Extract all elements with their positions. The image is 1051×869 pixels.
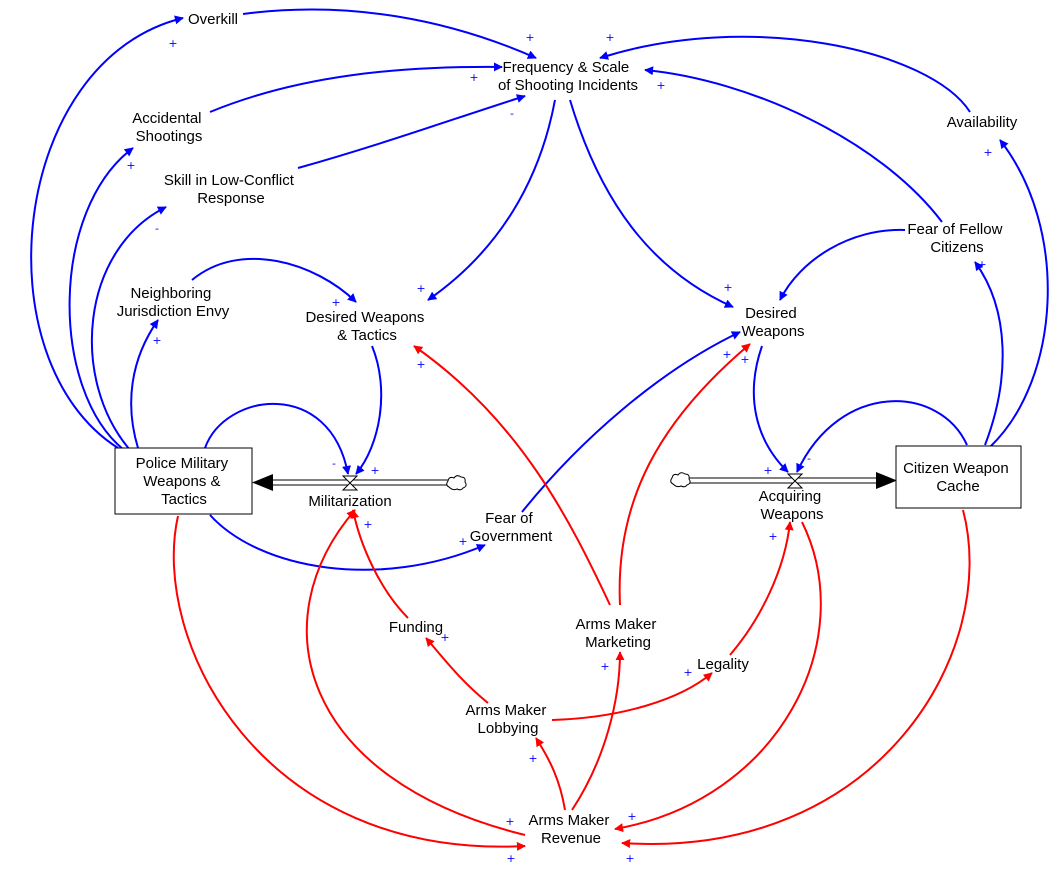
variable-arms-maker-lobbying: Arms Maker Lobbying	[465, 702, 550, 737]
polarity-plus: +	[977, 258, 986, 271]
polarity-plus: +	[627, 810, 636, 823]
cloud-source-icon	[446, 475, 467, 491]
svg-text:Police Military Weapons: Police Military Weapons & Tactics	[136, 455, 233, 508]
polarity-plus: +	[605, 31, 614, 44]
polarity-plus: +	[331, 296, 340, 309]
flow-pipe-acquiring	[670, 472, 897, 489]
valve-icon	[786, 473, 804, 489]
link-fear-gov-to-desired-weapons	[521, 331, 741, 513]
variable-desired-weapons: Desired Weapons	[741, 305, 804, 340]
flow-label-acquiring-weapons: Acquiring Weapons	[759, 488, 826, 523]
link-police-to-fear-gov	[209, 514, 486, 571]
variable-availability: Availability	[947, 114, 1018, 131]
polarity-plus: +	[506, 852, 515, 865]
polarity-plus: +	[370, 464, 379, 477]
link-frequency-to-desired-weapons	[569, 99, 734, 308]
stock-police-weapons: Police Military Weapons & Tactics	[114, 447, 253, 515]
polarity-plus: +	[740, 353, 749, 366]
link-police-to-accidental	[68, 147, 134, 451]
variable-legality: Legality	[697, 656, 749, 673]
variable-frequency-scale: Frequency & Scale of Shooting Incidents	[498, 59, 638, 94]
polarity-plus: +	[525, 31, 534, 44]
link-police-to-neighboring	[130, 319, 159, 449]
link-acquiring-to-revenue	[614, 521, 822, 833]
link-overkill-to-frequency	[242, 8, 537, 59]
cloud-source-icon	[670, 472, 691, 488]
variable-skill-low-conflict: Skill in Low-Conflict Response	[164, 172, 298, 207]
polarity-plus: +	[505, 815, 514, 828]
flow-arrowhead	[876, 472, 897, 489]
polarity-plus: +	[983, 146, 992, 159]
link-neighboring-to-desired-tactics	[191, 257, 357, 303]
flow-label-militarization: Militarization	[308, 493, 391, 510]
link-availability-to-frequency	[599, 35, 971, 113]
polarity-plus: +	[458, 535, 467, 548]
link-funding-to-militarization	[350, 509, 409, 619]
variable-funding: Funding	[389, 619, 443, 636]
variable-accidental-shootings: Accidental Shootings	[132, 110, 205, 145]
variable-fear-government: Fear of Government	[470, 510, 553, 545]
link-citizen-to-fear-citizens	[974, 261, 1004, 446]
variable-fear-fellow-citizens: Fear of Fellow Citizens	[907, 221, 1006, 256]
polarity-plus: +	[600, 660, 609, 673]
polarity-plus: +	[168, 37, 177, 50]
link-marketing-to-desired-tactics	[413, 345, 611, 606]
polarity-plus: +	[722, 348, 731, 361]
polarity-minus: -	[510, 107, 514, 120]
polarity-plus: +	[768, 530, 777, 543]
link-desired-tactics-to-militarization	[355, 345, 383, 475]
polarity-plus: +	[723, 281, 732, 294]
stock-citizen-weapon-cache: Citizen Weapon Cache	[895, 445, 1022, 509]
variable-arms-maker-marketing: Arms Maker Marketing	[575, 616, 660, 651]
polarity-plus: +	[416, 358, 425, 371]
link-citizen-to-availability	[989, 139, 1049, 448]
variable-neighboring-envy: Neighboring Jurisdiction Envy	[117, 285, 230, 320]
polarity-plus: +	[469, 71, 478, 84]
polarity-minus: -	[155, 222, 159, 235]
link-citizen-to-acquiring	[796, 400, 968, 473]
polarity-plus: +	[683, 666, 692, 679]
polarity-plus: +	[625, 852, 634, 865]
link-fear-citizens-to-desired-weapons	[779, 228, 906, 301]
link-police-to-militarization	[204, 402, 351, 475]
link-police-to-overkill	[30, 15, 184, 449]
link-police-to-revenue	[172, 515, 526, 851]
polarity-minus: -	[807, 452, 811, 465]
link-legality-to-acquiring	[729, 521, 794, 656]
valve-icon	[341, 475, 359, 491]
link-citizen-to-revenue	[621, 509, 971, 849]
polarity-plus: +	[126, 159, 135, 172]
link-revenue-to-lobbying	[535, 737, 566, 811]
variable-arms-maker-revenue: Arms Maker Revenue	[528, 812, 613, 847]
link-revenue-to-militarization	[305, 509, 526, 836]
link-skill-to-frequency	[297, 94, 526, 169]
polarity-plus: +	[528, 752, 537, 765]
svg-text:Citizen Weapon Cache: Citizen Weapon Cache	[903, 460, 1013, 495]
link-fear-citizens-to-frequency	[644, 66, 943, 223]
link-revenue-to-marketing	[571, 651, 625, 811]
link-police-to-skill	[91, 206, 167, 451]
variable-desired-weapons-tactics: Desired Weapons & Tactics	[305, 309, 428, 344]
polarity-minus: -	[332, 457, 336, 470]
flow-arrowhead	[252, 474, 273, 491]
variable-overkill: Overkill	[188, 11, 238, 28]
flow-pipe-militarization	[252, 474, 467, 491]
link-marketing-to-desired-weapons	[618, 343, 751, 606]
polarity-plus: +	[656, 79, 665, 92]
link-frequency-to-desired-tactics	[427, 99, 556, 301]
link-desired-weapons-to-acquiring	[752, 345, 789, 473]
link-lobbying-to-funding	[425, 637, 489, 704]
link-accidental-to-frequency	[209, 62, 503, 113]
polarity-plus: +	[440, 631, 449, 644]
polarity-plus: +	[152, 334, 161, 347]
link-lobbying-to-legality	[551, 672, 713, 721]
polarity-plus: +	[363, 518, 372, 531]
polarity-plus: +	[416, 282, 425, 295]
polarity-plus: +	[763, 464, 772, 477]
